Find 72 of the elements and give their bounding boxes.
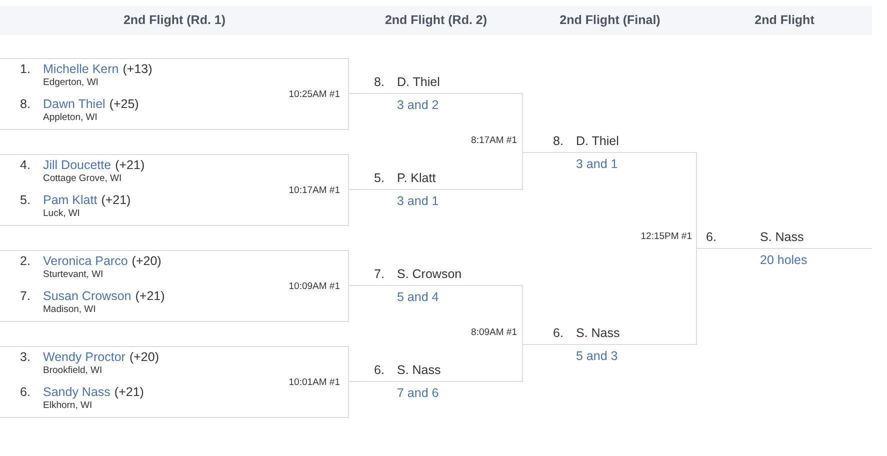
seed-number: 8. — [553, 133, 564, 149]
handicap: (+21) — [114, 385, 144, 399]
hometown: Edgerton, WI — [43, 77, 98, 89]
match-bracket — [0, 250, 349, 322]
seed-number: 3. — [20, 349, 30, 365]
player-link: Michelle Kern — [43, 62, 119, 76]
tee-time: 10:17AM #1 — [288, 185, 340, 197]
hometown: Brookfield, WI — [43, 365, 102, 377]
handicap: (+21) — [101, 193, 131, 207]
tee-time: 10:25AM #1 — [288, 89, 340, 101]
tee-time: 10:01AM #1 — [288, 377, 340, 389]
seed-number: 6. — [553, 325, 564, 341]
seed-number: 1. — [20, 61, 30, 77]
seed-number: 5. — [20, 192, 30, 208]
player-name: S. Crowson — [397, 266, 462, 282]
player-name: S. Nass — [576, 325, 620, 341]
player-name: S. Nass — [397, 362, 441, 378]
hometown: Sturtevant, WI — [43, 269, 104, 281]
handicap: (+20) — [132, 254, 162, 268]
match-result-link: 20 holes — [760, 252, 808, 268]
player-link: Dawn Thiel — [43, 97, 106, 111]
column-heading: 2nd Flight (Rd. 1) — [123, 12, 226, 28]
match-bracket — [0, 154, 349, 226]
seed-number: 7. — [374, 266, 384, 282]
column-heading: 2nd Flight (Final) — [560, 12, 660, 28]
hometown: Appleton, WI — [43, 112, 98, 124]
seed-number: 6. — [706, 229, 716, 245]
match-bracket — [0, 58, 349, 130]
match-result-link: 3 and 2 — [397, 97, 439, 113]
player-link: Pam Klatt — [43, 193, 98, 207]
tee-time: 10:09AM #1 — [288, 281, 340, 293]
match-result-link: 7 and 6 — [397, 385, 439, 401]
match-time: 8:17AM #1 — [471, 135, 517, 147]
player-name: D. Thiel — [576, 133, 619, 149]
player-name: P. Klatt — [397, 170, 436, 186]
handicap: (+21) — [115, 158, 145, 172]
match-time: 8:09AM #1 — [471, 327, 517, 339]
handicap: (+25) — [109, 97, 139, 111]
player-name: D. Thiel — [397, 74, 440, 90]
bracket-line — [348, 93, 362, 94]
hometown: Madison, WI — [43, 304, 96, 316]
handicap: (+21) — [135, 289, 165, 303]
player-link: Wendy Proctor — [43, 350, 126, 364]
player-link: Jill Doucette — [43, 158, 112, 172]
seed-number: 2. — [20, 253, 30, 269]
player-name: S. Nass — [760, 229, 804, 245]
match-result-link: 5 and 4 — [397, 289, 439, 305]
bracket-line — [348, 285, 362, 286]
seed-number: 5. — [374, 170, 384, 186]
column-heading: 2nd Flight — [754, 12, 814, 28]
seed-number: 6. — [374, 362, 384, 378]
match-bracket — [0, 346, 349, 418]
match-result-link: 3 and 1 — [397, 193, 439, 209]
seed-number: 7. — [20, 288, 30, 304]
player-link: Sandy Nass — [43, 385, 110, 399]
seed-number: 8. — [374, 74, 384, 90]
seed-number: 4. — [20, 157, 30, 173]
hometown: Luck, WI — [43, 208, 80, 220]
match-result-link: 3 and 1 — [576, 156, 618, 172]
player-link: Susan Crowson — [43, 289, 132, 303]
player-link: Veronica Parco — [43, 254, 128, 268]
seed-number: 6. — [20, 384, 30, 400]
bracket-line — [348, 189, 362, 190]
bracket-line — [348, 381, 362, 382]
column-heading: 2nd Flight (Rd. 2) — [384, 12, 488, 28]
hometown: Elkhorn, WI — [43, 400, 92, 412]
handicap: (+20) — [129, 350, 159, 364]
handicap: (+13) — [122, 62, 152, 76]
match-result-link: 5 and 3 — [576, 348, 618, 364]
hometown: Cottage Grove, WI — [43, 173, 122, 185]
match-time: 12:15PM #1 — [640, 231, 692, 243]
seed-number: 8. — [20, 96, 30, 112]
